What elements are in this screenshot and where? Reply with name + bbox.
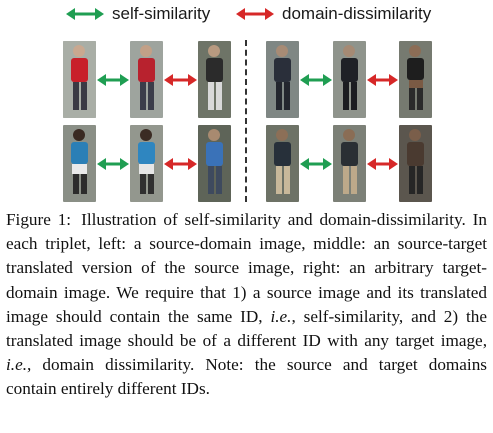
green-double-arrow-icon — [66, 8, 104, 20]
person-photo-icon — [130, 41, 163, 118]
caption-text-2: , self-similarity, and 2) the translated… — [6, 306, 487, 351]
red-double-arrow-icon — [367, 74, 398, 86]
caption-ie-1: i.e. — [270, 306, 292, 326]
green-double-arrow-icon — [300, 74, 332, 86]
person-photo-icon — [198, 41, 231, 118]
person-photo-icon — [63, 41, 96, 118]
person-photo-icon — [198, 125, 231, 202]
person-photo-icon — [130, 125, 163, 202]
red-double-arrow-icon — [236, 8, 274, 20]
caption-ie-2: i.e. — [6, 355, 27, 375]
legend: self-similarity domain-dissimilarity — [0, 4, 493, 30]
domain-divider-line — [245, 40, 247, 202]
legend-label-domain-dissimilarity: domain-dissimilarity — [282, 4, 432, 23]
person-photo-icon — [266, 125, 299, 202]
triplet-figure — [0, 36, 493, 206]
red-double-arrow-icon — [164, 74, 197, 86]
figure-caption: Figure 1:Illustration of self-similarity… — [6, 208, 487, 402]
red-double-arrow-icon — [164, 158, 197, 170]
caption-text-1: Illustration of self-similarity and doma… — [6, 210, 487, 326]
person-photo-icon — [266, 41, 299, 118]
person-photo-icon — [333, 125, 366, 202]
legend-item-self-similarity: self-similarity — [66, 4, 210, 24]
person-photo-icon — [399, 125, 432, 202]
person-photo-icon — [63, 125, 96, 202]
legend-label-self-similarity: self-similarity — [112, 4, 211, 23]
person-photo-icon — [333, 41, 366, 118]
person-photo-icon — [399, 41, 432, 118]
green-double-arrow-icon — [300, 158, 332, 170]
legend-item-domain-dissimilarity: domain-dissimilarity — [236, 4, 431, 24]
caption-label: Figure 1: — [6, 210, 72, 229]
green-double-arrow-icon — [97, 74, 129, 86]
green-double-arrow-icon — [97, 158, 129, 170]
red-double-arrow-icon — [367, 158, 398, 170]
caption-text-3: , domain dissimilarity. Note: the source… — [6, 355, 487, 399]
